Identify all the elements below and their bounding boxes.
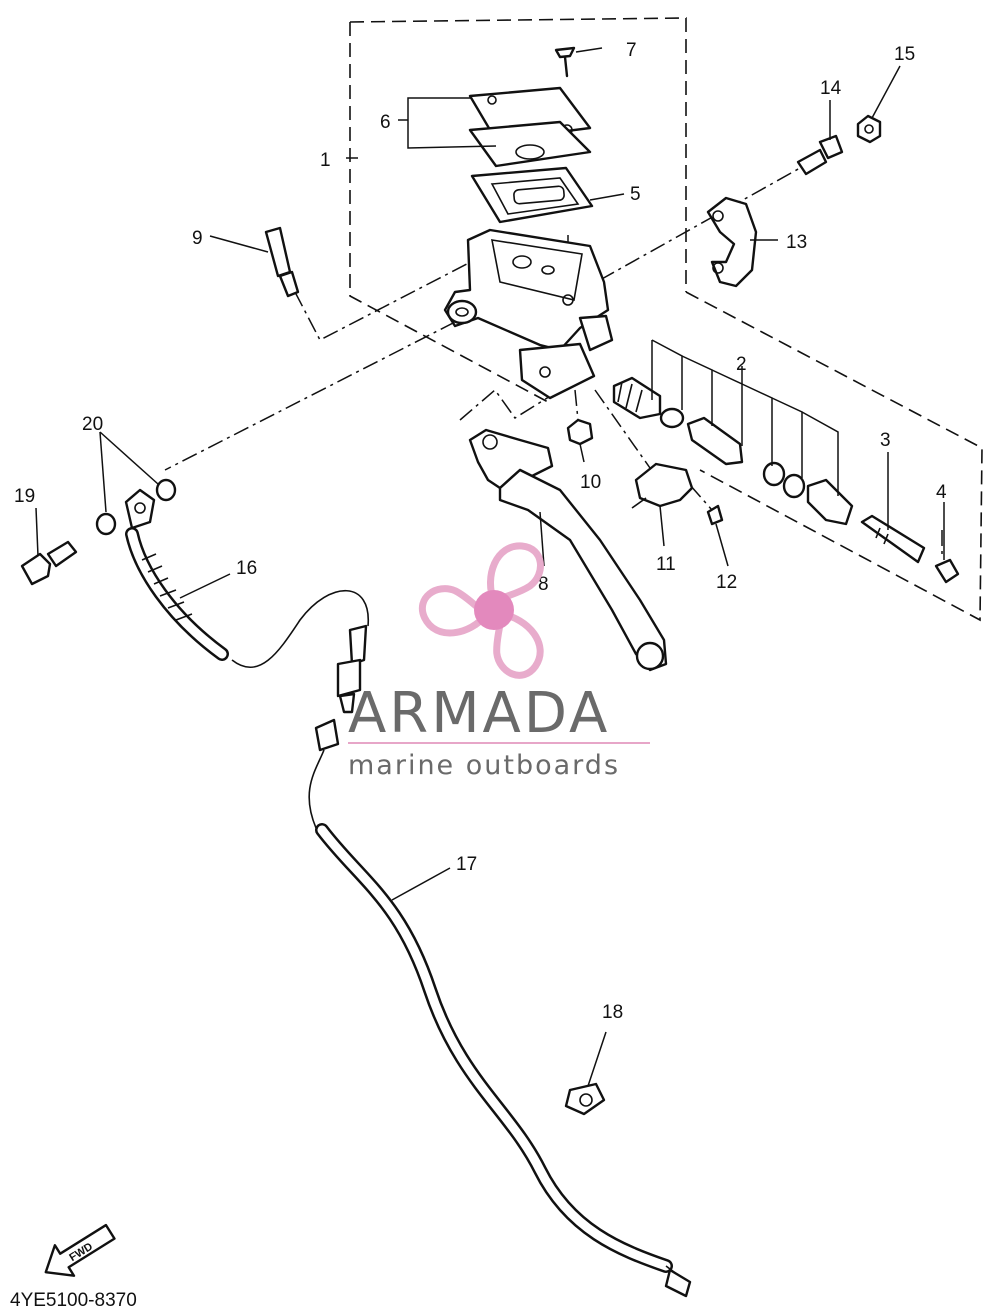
logo-blade [487,542,544,608]
screw-12 [706,504,724,526]
callout-13: 13 [786,232,807,253]
logo-blade [419,585,493,637]
nut-15 [856,114,882,144]
callout-1: 1 [320,150,331,171]
callout-15: 15 [894,44,915,65]
callout-5: 5 [630,184,641,205]
rubber-cap-9 [264,226,300,298]
holder-clamp-13 [706,196,758,288]
push-rod-3 [860,514,926,564]
callout-14: 14 [820,78,842,99]
callout-19: 19 [14,486,35,507]
clutch-lever-8 [468,428,668,672]
callout-labels: 1 2 3 4 5 6 7 8 9 10 11 12 13 14 15 16 1… [14,40,947,1023]
assembly-axes [164,167,943,555]
callout-18: 18 [602,1002,623,1023]
fwd-arrow-icon: FWD [44,1223,116,1277]
nut-10 [566,418,594,446]
callout-7: 7 [626,40,637,61]
logo-hub [474,590,514,630]
callout-8: 8 [538,574,549,595]
bolt-14 [796,134,844,176]
armada-logo-icon [419,542,544,679]
assembly-outline [349,17,983,622]
nut-4 [934,558,960,584]
diagram-code: 4YE5100-8370 [10,1290,137,1311]
callout-16: 16 [236,558,257,579]
callout-9: 9 [192,228,203,249]
screw-7 [554,46,576,78]
leader-lines [35,47,945,1087]
copper-washers-20 [95,478,177,536]
armada-watermark: ARMADA marine outboards [348,681,650,781]
callout-20: 20 [82,414,103,435]
gasket-plate-5 [470,166,594,224]
callout-2: 2 [736,354,747,375]
pipe-clip-18 [564,1082,606,1116]
switch-11 [631,462,694,509]
logo-blade [493,609,544,679]
watermark-brand: ARMADA [348,681,610,746]
union-bolt-19 [20,540,78,586]
diaphragm-6 [468,120,592,168]
clutch-hose-16 [124,488,369,714]
clutch-pipe-17 [308,718,692,1298]
callout-12: 12 [716,572,737,593]
callout-17: 17 [456,854,477,875]
callout-3: 3 [880,430,891,451]
callout-4: 4 [936,482,947,503]
callout-11: 11 [656,554,676,575]
callout-6: 6 [380,112,391,133]
watermark-tagline: marine outboards [348,750,620,781]
callout-10: 10 [580,472,601,493]
cylinder-kit-2 [612,376,854,526]
master-cylinder-body [443,228,614,400]
